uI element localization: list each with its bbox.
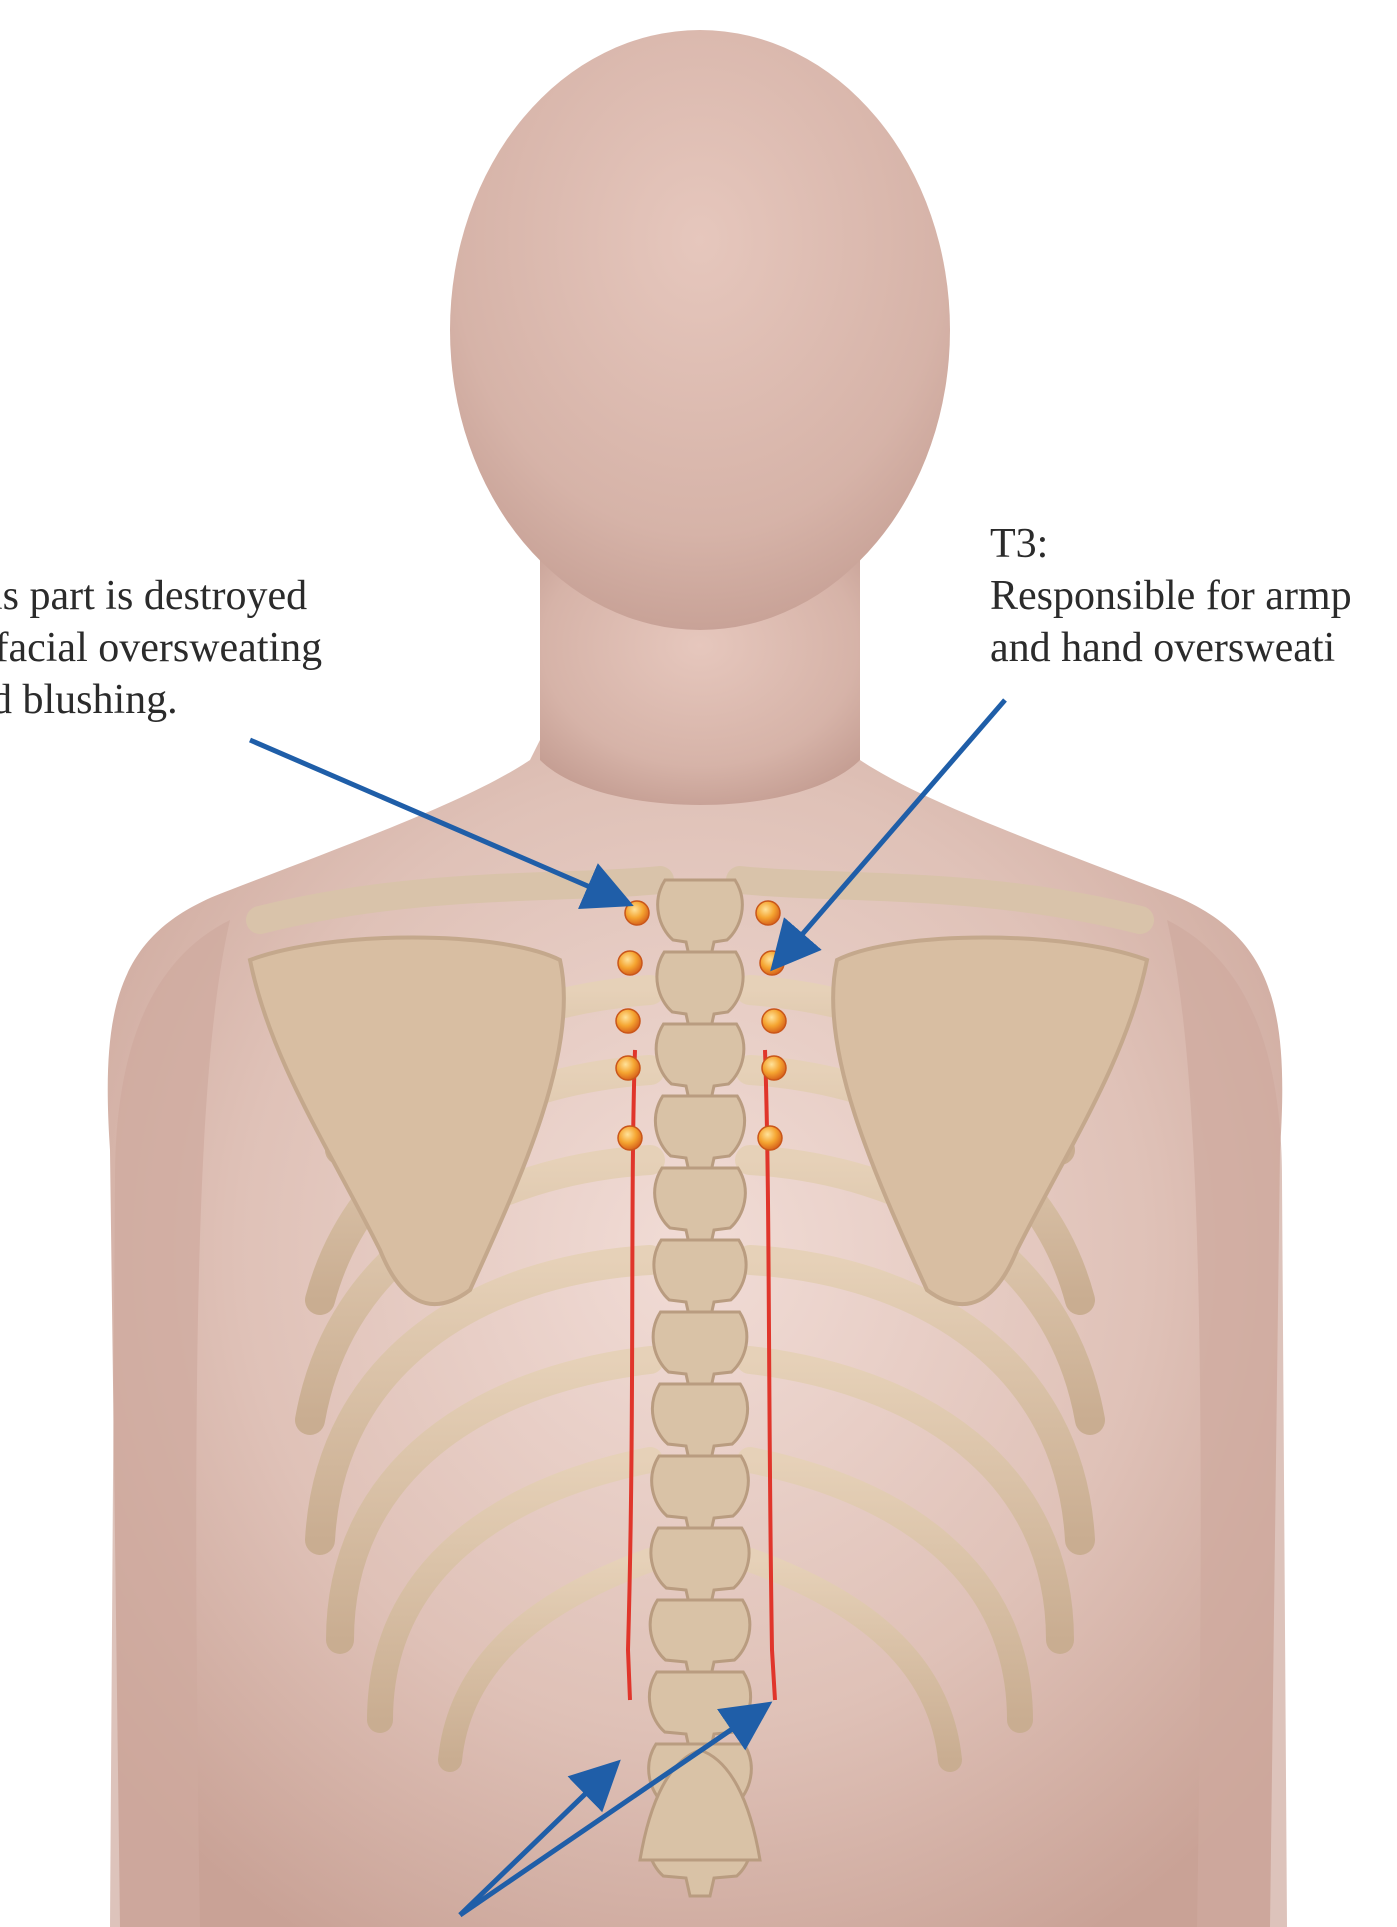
annotation-t2-line-2: r facial oversweating	[0, 622, 322, 674]
ganglion-right-5	[758, 1126, 782, 1150]
annotation-t2-line-1: his part is destroyed	[0, 570, 322, 622]
ganglion-right-4	[762, 1056, 786, 1080]
ganglion-right-2	[760, 951, 784, 975]
spine	[640, 880, 760, 1896]
ganglion-left-1	[625, 901, 649, 925]
annotation-t3: T3: Responsible for armp and hand oversw…	[990, 518, 1352, 674]
annotation-t2-line-3: nd blushing.	[0, 674, 322, 726]
annotation-t2-title: 2:	[0, 518, 322, 570]
ganglion-left-5	[618, 1126, 642, 1150]
annotation-t3-line-1: Responsible for armp	[990, 570, 1352, 622]
ganglion-left-4	[616, 1056, 640, 1080]
head	[450, 30, 950, 630]
ganglion-left-2	[618, 951, 642, 975]
annotation-t3-title: T3:	[990, 518, 1352, 570]
annotation-t3-line-2: and hand oversweati	[990, 622, 1352, 674]
ganglion-right-1	[756, 901, 780, 925]
annotation-t2: 2: his part is destroyed r facial oversw…	[0, 518, 322, 726]
ganglion-right-3	[762, 1009, 786, 1033]
ganglion-left-3	[616, 1009, 640, 1033]
